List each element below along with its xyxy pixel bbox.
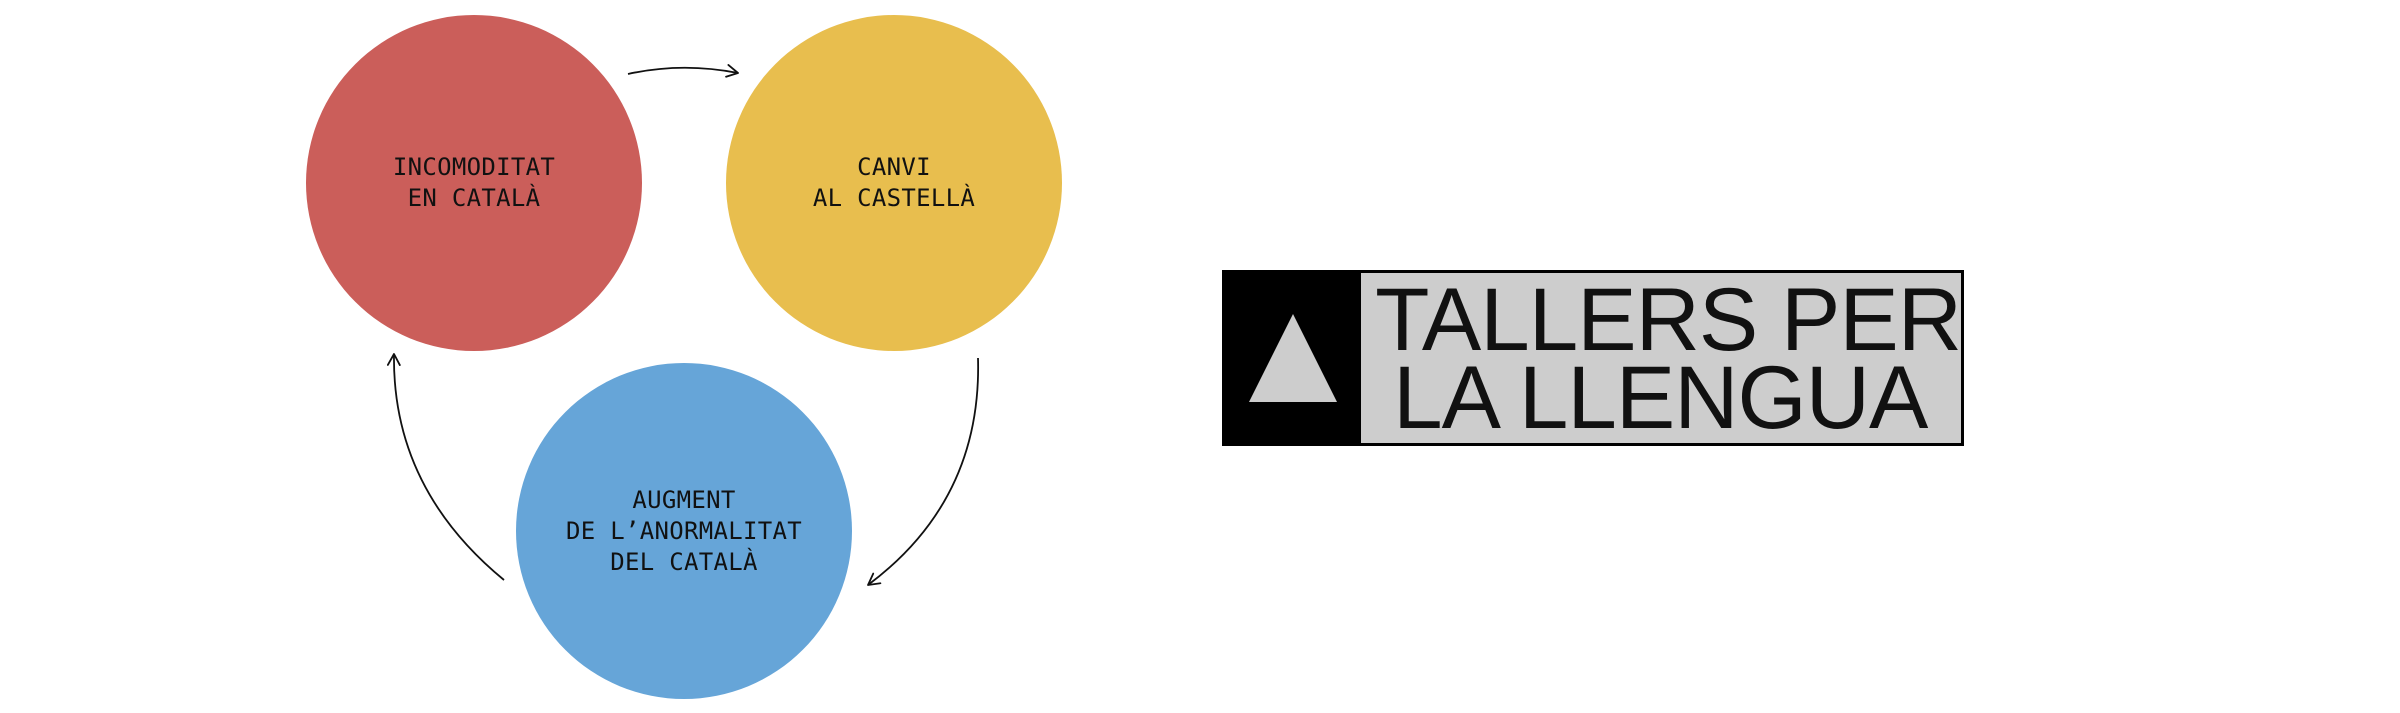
tallers-logo: TALLERS PER LA LLENGUA [1222, 270, 1964, 446]
node-abnormality-line-1: AUGMENT [632, 485, 736, 514]
node-switch-line-2: AL CASTELLÀ [812, 184, 976, 212]
arrow-discomfort-to-switch [627, 64, 739, 78]
logo-line-2: LA LLENGUA [1393, 347, 1928, 447]
logo-wordmark: TALLERS PER LA LLENGUA [1361, 269, 1962, 447]
node-abnormality-label: AUGMENT DE L’ANORMALITAT DEL CATALÀ [566, 485, 802, 578]
node-switch: CANVI AL CASTELLÀ [726, 15, 1062, 351]
node-discomfort: INCOMODITAT EN CATALÀ [306, 15, 642, 351]
node-abnormality-line-3: DEL CATALÀ [610, 547, 758, 576]
logo-mark [1225, 273, 1362, 443]
node-discomfort-line-1: INCOMODITAT [392, 153, 556, 181]
logo-line-1: TALLERS PER [1375, 269, 1962, 369]
node-discomfort-line-2: EN CATALÀ [407, 184, 541, 212]
node-switch-line-1: CANVI [857, 153, 931, 181]
node-abnormality: AUGMENT DE L’ANORMALITAT DEL CATALÀ [516, 363, 852, 699]
arrow-switch-to-abnormality [867, 357, 979, 586]
triangle-icon [1249, 314, 1338, 402]
node-abnormality-line-2: DE L’ANORMALITAT [566, 516, 802, 545]
node-switch-label: CANVI AL CASTELLÀ [813, 152, 975, 214]
arrow-abnormality-to-discomfort [386, 353, 505, 581]
node-discomfort-label: INCOMODITAT EN CATALÀ [393, 152, 555, 214]
